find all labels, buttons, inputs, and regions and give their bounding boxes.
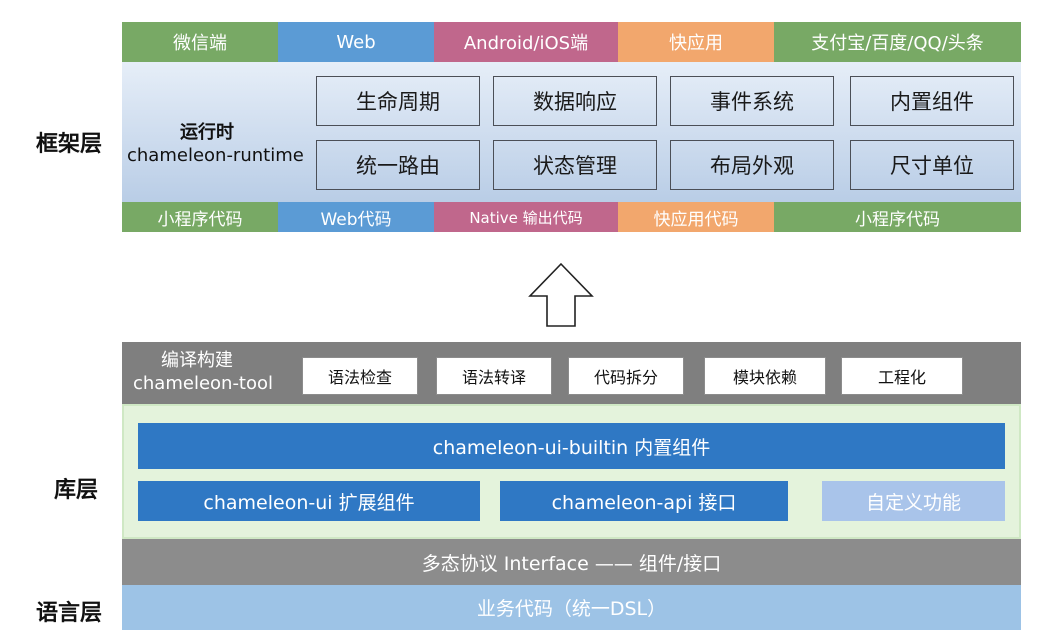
tool-name: chameleon-tool <box>133 373 274 394</box>
module-layout-appearance: 布局外观 <box>670 140 834 190</box>
library-custom-feature: 自定义功能 <box>822 481 1005 521</box>
language-layer-label: 语言层 <box>36 601 103 626</box>
module-unified-routing: 统一路由 <box>316 140 480 190</box>
module-size-units: 尺寸单位 <box>850 140 1014 190</box>
output-miniprogram: 小程序代码 <box>122 202 278 232</box>
tool-module-dependency: 模块依赖 <box>704 357 826 395</box>
module-lifecycle: 生命周期 <box>316 76 480 126</box>
module-data-reactivity: 数据响应 <box>493 76 657 126</box>
library-layer-label: 库层 <box>54 478 99 503</box>
runtime-title: 运行时 <box>180 122 234 143</box>
up-arrow-icon <box>528 262 594 327</box>
platform-android-ios: Android/iOS端 <box>434 22 618 62</box>
platform-alipay-baidu-qq-toutiao: 支付宝/百度/QQ/头条 <box>774 22 1021 62</box>
module-state-management: 状态管理 <box>493 140 657 190</box>
module-builtin-components: 内置组件 <box>850 76 1014 126</box>
framework-layer-label: 框架层 <box>36 132 103 157</box>
runtime-panel <box>122 62 1021 202</box>
tool-engineering: 工程化 <box>841 357 963 395</box>
business-code-bar: 业务代码（统一DSL） <box>122 585 1021 630</box>
output-native: Native 输出代码 <box>434 202 618 232</box>
output-web: Web代码 <box>278 202 434 232</box>
library-ui-extension: chameleon-ui 扩展组件 <box>138 481 480 521</box>
tool-code-splitting: 代码拆分 <box>568 357 684 395</box>
module-event-system: 事件系统 <box>670 76 834 126</box>
tool-syntax-check: 语法检查 <box>302 357 418 395</box>
tool-title: 编译构建 <box>161 350 233 371</box>
platform-web: Web <box>278 22 434 62</box>
library-builtin-components: chameleon-ui-builtin 内置组件 <box>138 423 1005 469</box>
platform-quickapp: 快应用 <box>618 22 774 62</box>
platform-wechat: 微信端 <box>122 22 278 62</box>
tool-syntax-transpile: 语法转译 <box>436 357 552 395</box>
output-miniprogram-2: 小程序代码 <box>774 202 1021 232</box>
library-api: chameleon-api 接口 <box>500 481 788 521</box>
output-quickapp: 快应用代码 <box>618 202 774 232</box>
interface-bar: 多态协议 Interface —— 组件/接口 <box>122 539 1021 585</box>
runtime-name: chameleon-runtime <box>127 145 304 166</box>
